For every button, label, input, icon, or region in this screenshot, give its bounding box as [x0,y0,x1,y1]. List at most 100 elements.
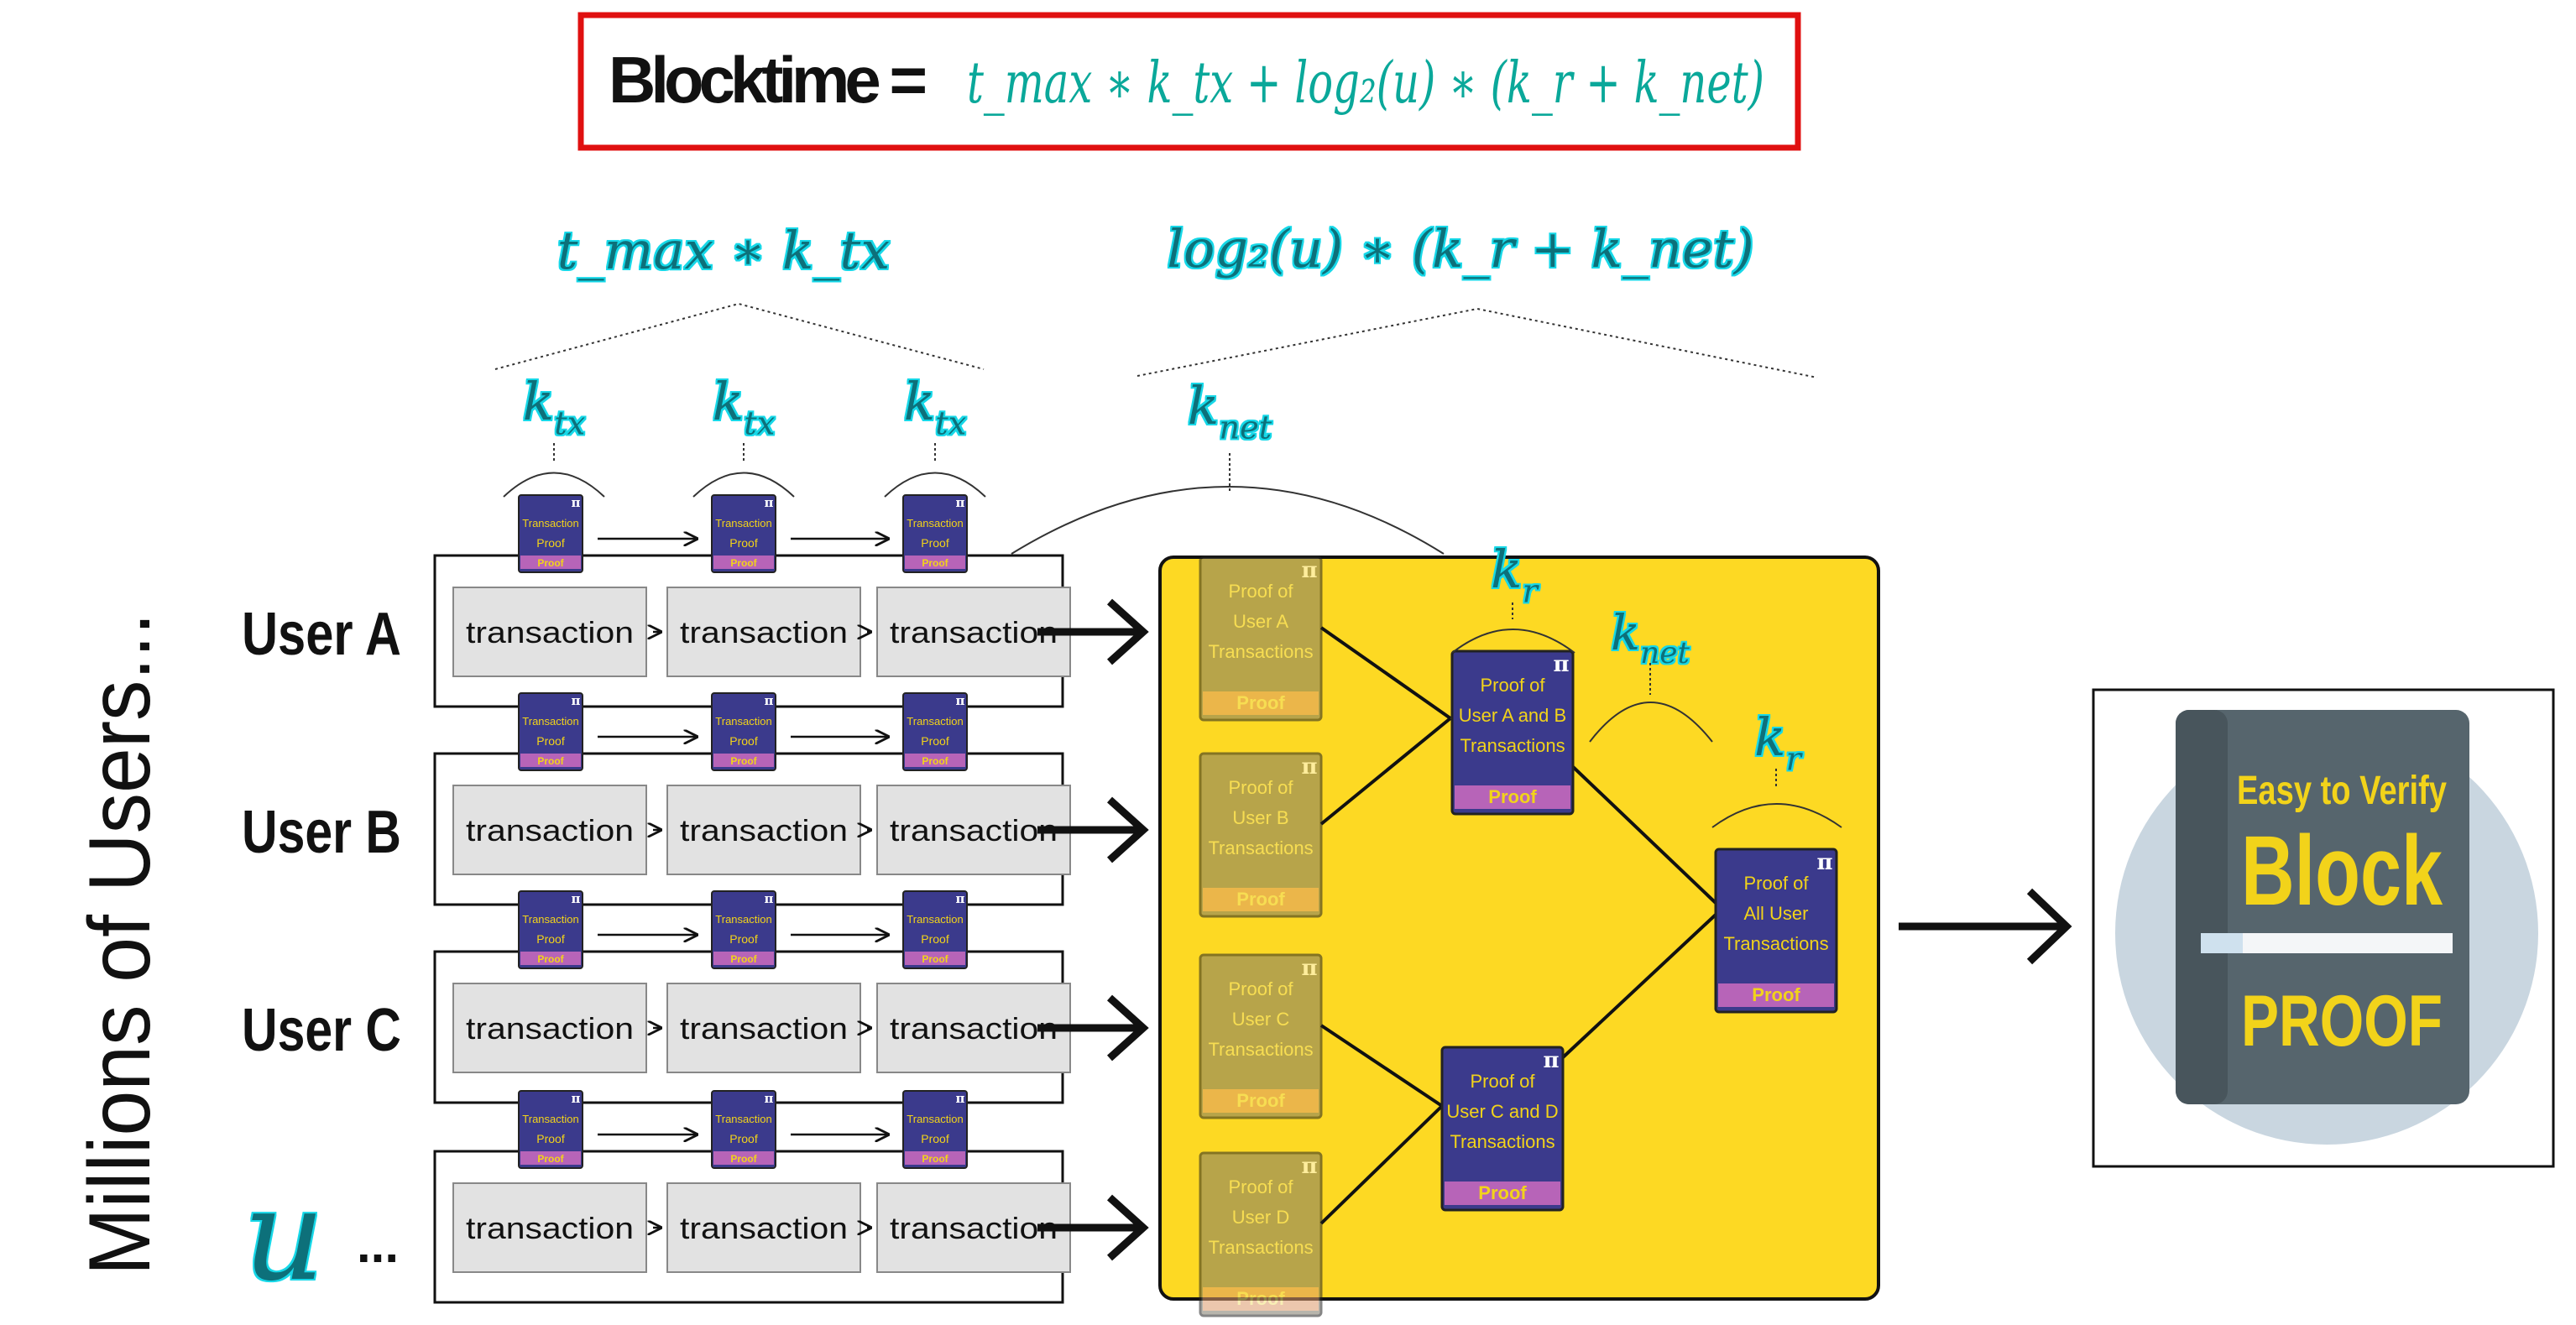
k-r-arc [1451,629,1575,654]
pi-icon: π [956,693,965,708]
transaction-label: transaction [466,813,634,848]
transaction-proof-line1: Transaction [715,517,771,529]
user-proof-card-body [1199,752,1323,918]
transaction-label: transaction [680,1011,848,1046]
pi-icon: π [1301,956,1317,981]
block-proof-book [2176,710,2469,1104]
user-proof-card-line: Transactions [1208,641,1313,662]
root-proof-card-tag: Proof [1752,984,1800,1005]
transaction-proof-tag-bg [905,952,965,965]
transaction-proof-tag: Proof [922,557,948,569]
transaction-label: transaction [680,1211,848,1245]
formula-expression: t_max ∗ k_tx + log₂(u) ∗ (k_r + k_net) [967,50,1764,117]
transaction-proof-tag-bg [713,1151,774,1165]
transaction-proof-line2: Proof [729,536,758,550]
transaction-proof-body [518,692,583,771]
row-to-panel-arrowhead [1106,598,1149,665]
user-proof-card-tag-bg [1203,1287,1319,1311]
transaction-proof-tag-bg [520,754,581,767]
transaction-proof-body [711,890,776,969]
pi-icon: π [956,891,965,906]
pair-proof-card-line: Proof of [1480,675,1545,696]
user-label: User C [242,997,401,1064]
transaction-proof-line2: Proof [921,536,949,550]
tree-edge [1560,913,1717,1061]
pair-proof-card-line: Transactions [1450,1131,1554,1152]
root-proof-card-tag-bg [1718,983,1834,1007]
user-proof-card-tag-bg [1203,888,1319,911]
transaction-proof-line1: Transaction [715,715,771,728]
pi-icon: π [572,693,581,708]
transaction-proof-tag-bg [520,1151,581,1165]
transaction-proof-tag-bg [905,1151,965,1165]
pi-icon: π [572,891,581,906]
transaction-proof-line1: Transaction [715,1113,771,1125]
transaction-box [452,1182,647,1273]
transaction-proof-line1: Transaction [907,913,963,926]
user-proof-card-line: Transactions [1208,1039,1313,1060]
transaction-proof-line2: Proof [921,932,949,946]
formula-box [577,12,1801,151]
tree-edge [1319,717,1452,826]
user-proof-card-line: User A [1233,611,1288,632]
transaction-proof-line1: Transaction [907,517,963,529]
pi-icon: π [1301,754,1317,780]
result-line1: Easy to Verify [2237,769,2447,813]
user-u-symbol: u [243,1163,325,1309]
transaction-label: transaction [466,1011,634,1046]
transaction-label: transaction [890,813,1058,848]
transaction-proof-body [902,494,968,573]
block-proof-spine [2176,710,2228,1104]
k-tx-label: ktx [713,371,776,442]
transaction-proof-body [711,1090,776,1169]
transaction-proof-tag-bg [713,556,774,569]
transaction-proof-tag: Proof [922,953,948,965]
user-proof-card-line: Proof of [1228,777,1293,798]
transaction-box [452,983,647,1073]
transaction-proof-body [902,1090,968,1169]
pair-proof-card-line: User C and D [1446,1101,1558,1122]
pi-icon: π [572,1091,581,1106]
user-proof-card-line: Proof of [1228,978,1293,999]
aggregation-panel [1158,556,1880,1301]
transaction-proof-body [518,890,583,969]
user-proof-card-tag: Proof [1236,1090,1285,1111]
transaction-proof-body [518,494,583,573]
transaction-proof-body [902,692,968,771]
transaction-proof-tag: Proof [537,953,564,965]
k-tx-arc [503,472,605,498]
transaction-proof-tag-bg [713,952,774,965]
tree-edge [1319,1024,1444,1108]
transaction-box [452,587,647,677]
transaction-proof-body [518,1090,583,1169]
pi-icon: π [765,495,774,510]
root-proof-card-line: Transactions [1723,933,1828,954]
transaction-proof-tag-bg [905,556,965,569]
tree-edge [1568,762,1717,905]
k-r-arc-2 [1711,803,1842,828]
transaction-proof-tag: Proof [922,1153,948,1165]
user-proof-card-body [1199,556,1323,722]
user-label: User A [242,601,401,668]
transaction-proof-line2: Proof [729,1132,758,1145]
transaction-proof-line2: Proof [536,1132,565,1145]
transaction-proof-line1: Transaction [522,517,578,529]
transaction-proof-line2: Proof [536,734,565,748]
right-segment-bracket [1136,307,1818,378]
row-to-panel-arrowhead [1106,1194,1149,1261]
transaction-proof-body [902,890,968,969]
pi-icon: π [765,693,774,708]
transaction-proof-tag: Proof [730,953,757,965]
user-proof-card-line: User D [1232,1207,1289,1228]
k-tx-arc [884,472,986,498]
